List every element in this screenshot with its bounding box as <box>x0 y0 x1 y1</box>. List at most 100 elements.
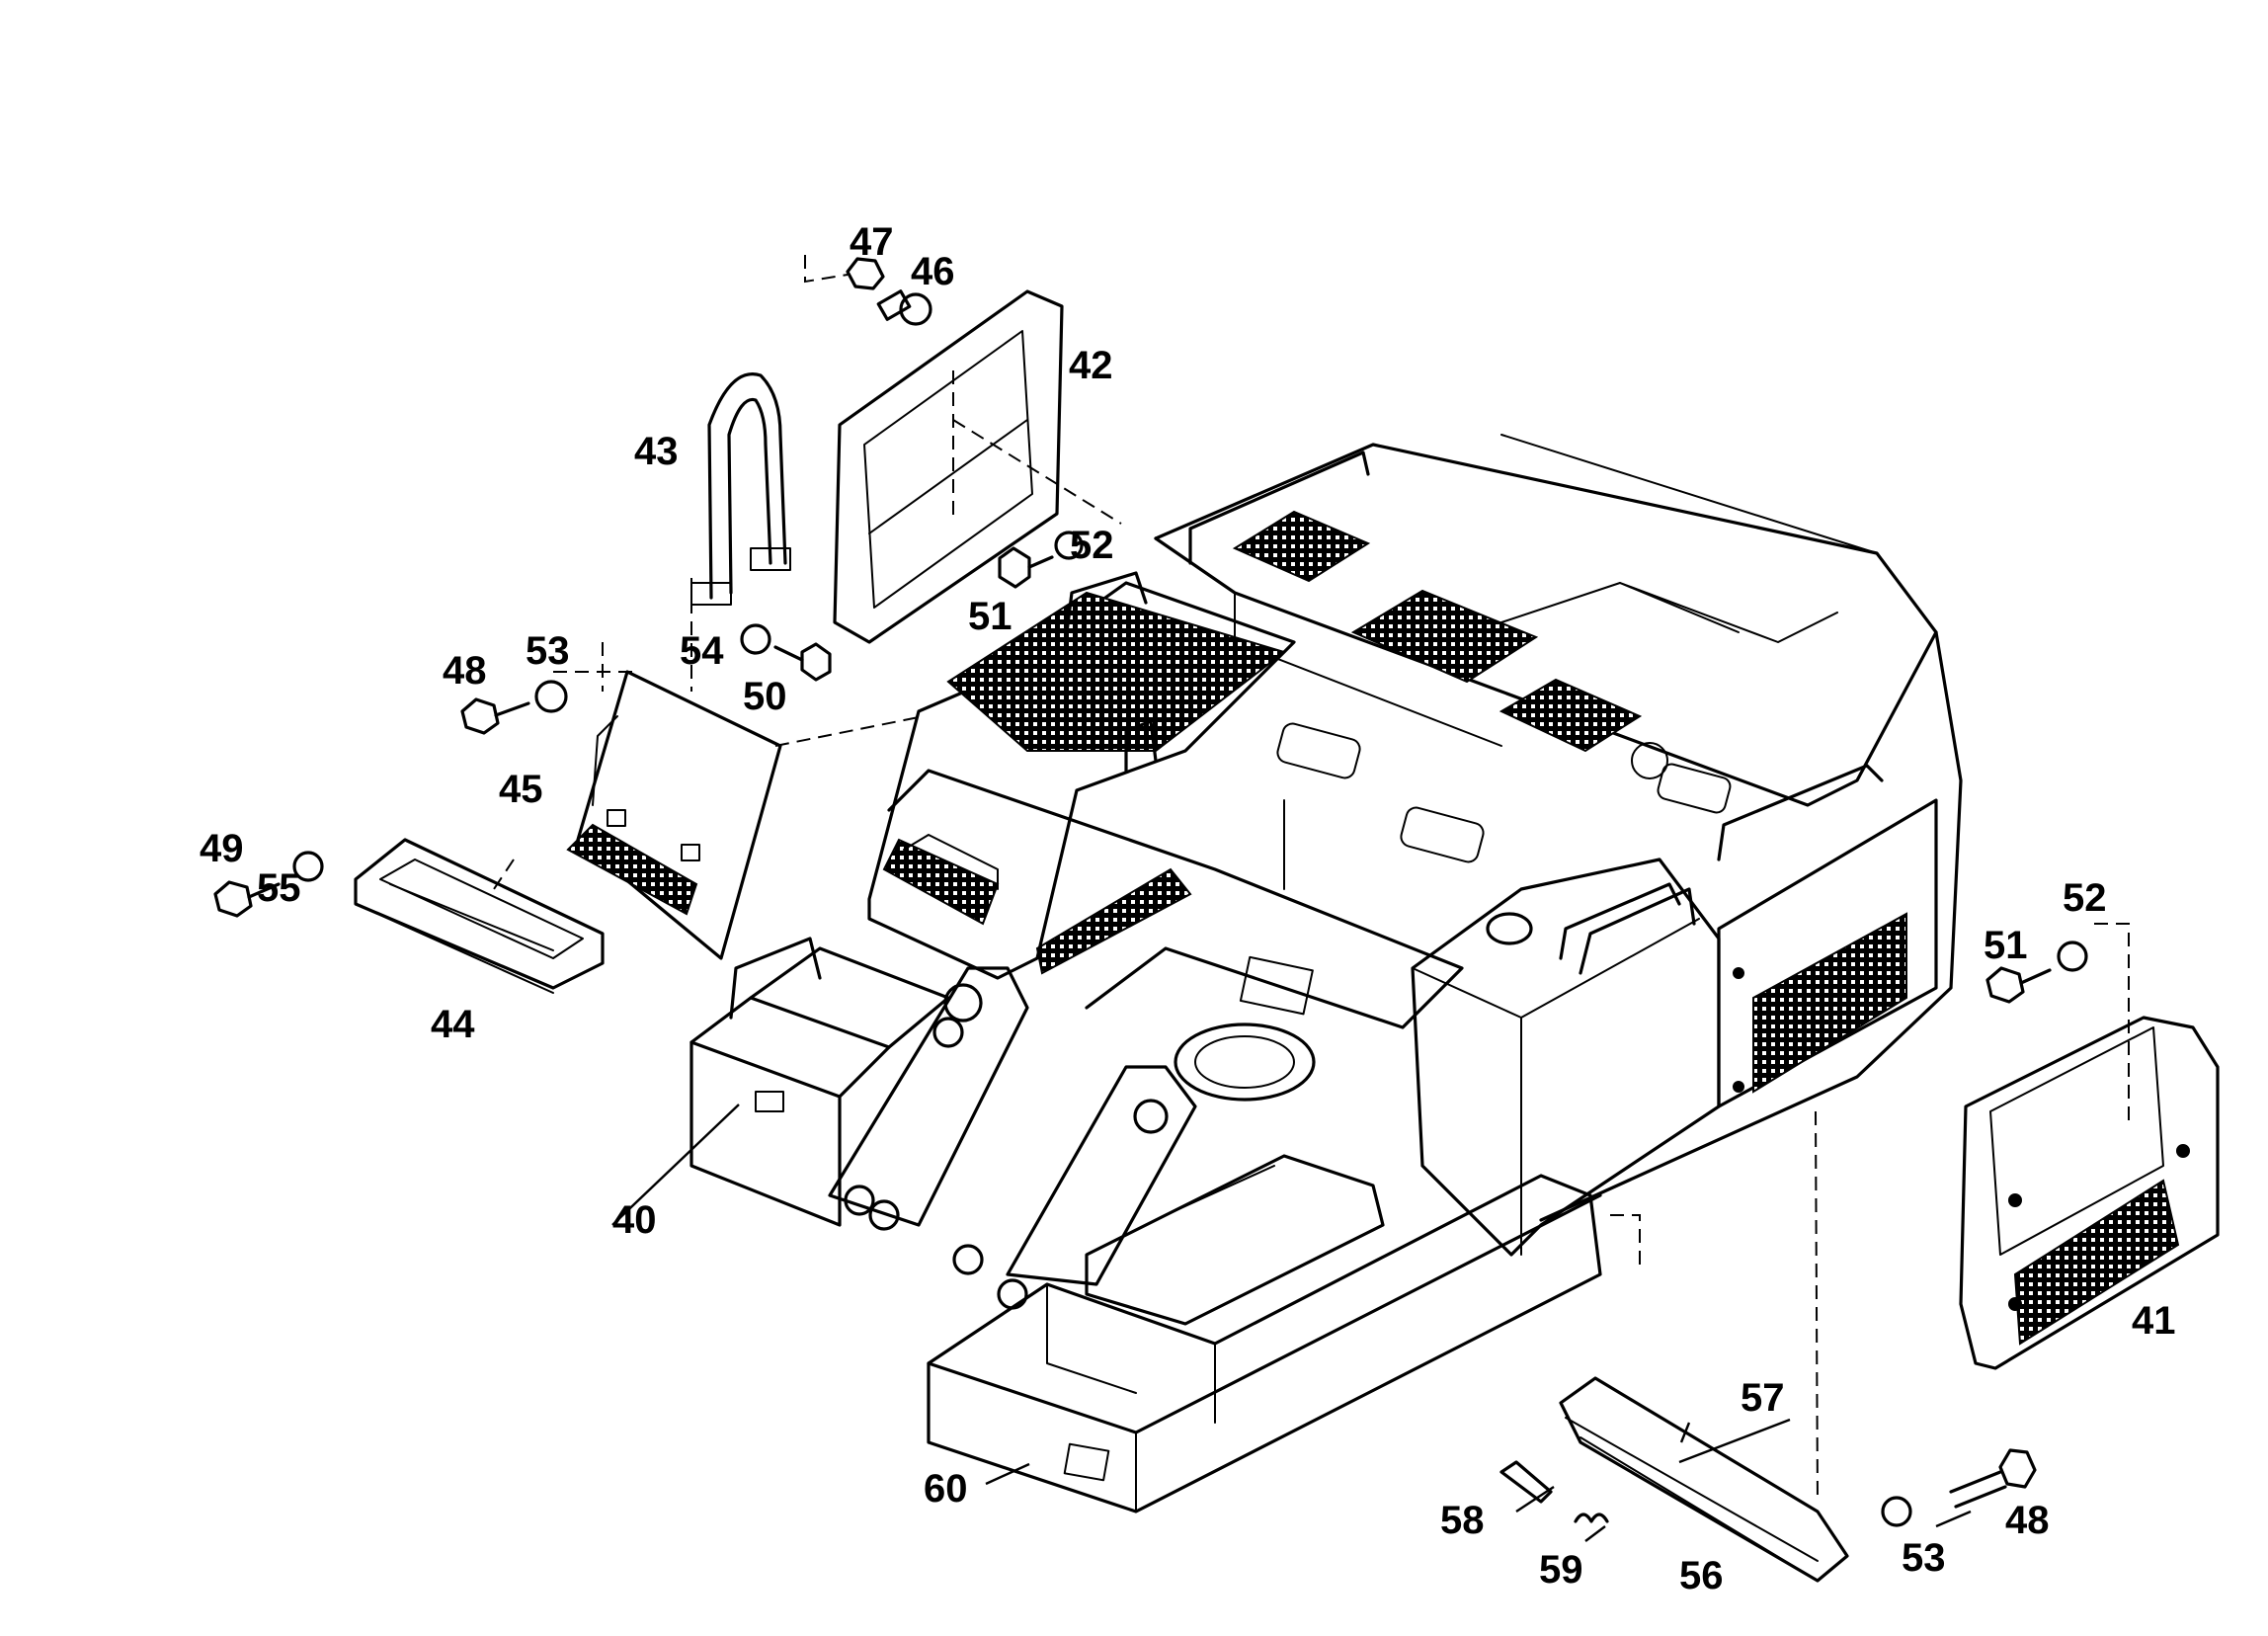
callout-55: 55 <box>257 866 301 910</box>
callout-53-right: 53 <box>1902 1536 1946 1580</box>
upper-frame-assembly <box>887 434 1963 1222</box>
engine-cover-assembly <box>867 571 1296 980</box>
callout-52-right: 52 <box>2063 876 2107 920</box>
center-plate <box>1239 955 1314 1016</box>
callout-labels: 40 41 42 43 44 45 46 47 48 48 49 50 51 5… <box>200 220 2176 1597</box>
boom-pin-4 <box>868 1199 900 1231</box>
callout-42: 42 <box>1069 344 1113 387</box>
boom-mount-assembly <box>689 937 1602 1513</box>
hood-step <box>1619 582 1838 643</box>
lower-frame-inner <box>927 1193 1602 1434</box>
callout-44: 44 <box>431 1003 475 1046</box>
assembly-lines <box>493 255 2130 1503</box>
front-frame-slot <box>755 1091 784 1112</box>
front-frame-top <box>689 996 891 1099</box>
channel-beam <box>1085 1154 1385 1326</box>
plug-46 <box>876 289 932 326</box>
part-42-door-panel <box>833 289 1064 644</box>
washer-52-top <box>1054 531 1084 560</box>
lower-frame-plate <box>1063 1442 1110 1482</box>
boom-pin-2 <box>932 1017 964 1048</box>
swing-ring-inner <box>1194 1035 1295 1089</box>
boom-bracket-right <box>1006 1065 1197 1286</box>
clip-58 <box>1499 1460 1553 1504</box>
callout-51-right: 51 <box>1984 924 2028 967</box>
boom-pin-7 <box>997 1278 1028 1310</box>
hood-grille-1 <box>1232 510 1371 583</box>
hood-inner-edge <box>1500 434 1878 554</box>
engine-handle <box>903 834 999 890</box>
part-56-57-rail <box>1559 1376 1849 1583</box>
hood-grille-3 <box>1498 678 1643 753</box>
callout-54: 54 <box>680 629 724 673</box>
deck-hatch-2 <box>1400 806 1485 863</box>
washer-55 <box>292 851 324 882</box>
bolt-49 <box>213 880 281 918</box>
fuel-tank-top-edge <box>1412 918 1700 1019</box>
callout-60: 60 <box>924 1467 968 1511</box>
callout-45: 45 <box>499 768 543 811</box>
callout-leaders <box>611 1104 1972 1542</box>
boom-pin-3 <box>844 1185 875 1216</box>
lower-frame-60 <box>927 1174 1602 1513</box>
callout-43: 43 <box>634 430 679 473</box>
washer-52-right <box>2057 941 2088 972</box>
front-frame-rail <box>729 937 822 1020</box>
lower-frame-cross-1 <box>1046 1283 1137 1394</box>
bolt-50 <box>773 642 832 682</box>
callout-58: 58 <box>1440 1499 1485 1542</box>
bolt-51-top <box>998 546 1054 589</box>
boom-pin-1 <box>943 983 983 1022</box>
part-41-right-panel <box>1959 1016 2220 1370</box>
deck-hatch-1 <box>1276 722 1361 779</box>
callout-48-left: 48 <box>443 649 487 693</box>
washer-53-right <box>1881 1496 1912 1527</box>
fuel-tank <box>1411 858 1721 1257</box>
hardware-items <box>213 257 2088 1527</box>
engine-side-grille <box>1035 867 1192 975</box>
rear-hood-outline <box>1154 443 1963 1222</box>
boom-pin-5 <box>1133 1099 1169 1134</box>
callout-47: 47 <box>850 220 894 264</box>
center-deck <box>887 769 1464 1029</box>
part-43-handrail <box>690 372 791 606</box>
callout-52-top: 52 <box>1070 524 1114 567</box>
fuel-tank-rail <box>1579 887 1696 975</box>
swing-ring <box>1174 1022 1316 1102</box>
fuel-tank-body <box>1411 858 1721 1257</box>
callout-53-left: 53 <box>526 629 570 673</box>
bolt-48-right <box>1949 1448 2037 1509</box>
callout-51-top: 51 <box>968 595 1012 638</box>
hood-grille-2 <box>1350 589 1539 684</box>
bolt-48-left <box>460 697 530 735</box>
housing-right-side <box>1717 798 1938 1108</box>
callout-59: 59 <box>1539 1548 1583 1592</box>
housing-side-grille <box>1752 912 1907 1094</box>
nut-47 <box>846 257 885 290</box>
callout-49: 49 <box>200 827 244 870</box>
callout-41: 41 <box>2132 1299 2176 1343</box>
part-44-step <box>354 838 605 994</box>
deck-hatch-3 <box>1657 763 1732 814</box>
handrail-1 <box>1188 450 1370 565</box>
callout-57: 57 <box>1741 1376 1785 1420</box>
engine-rail-2 <box>1124 719 1158 773</box>
channel-beam-edge <box>1165 1165 1275 1216</box>
washer-54 <box>740 623 771 655</box>
spring-59 <box>1574 1513 1609 1523</box>
callout-56: 56 <box>1679 1554 1724 1597</box>
hood-top-deck <box>1154 536 1938 807</box>
engine-top-grille <box>946 591 1287 752</box>
callout-46: 46 <box>911 250 955 293</box>
handrail-2 <box>1717 764 1884 861</box>
washer-53-left <box>534 680 568 713</box>
boom-pin-6 <box>952 1244 984 1275</box>
deck-cap <box>1631 742 1668 779</box>
callout-48-right: 48 <box>2005 1499 2050 1542</box>
fuel-filler-cap <box>1486 912 1533 945</box>
engine-front-grille <box>882 838 1000 926</box>
callout-50: 50 <box>743 675 787 718</box>
front-frame-40 <box>689 1040 842 1227</box>
engine-rail <box>1065 571 1148 634</box>
